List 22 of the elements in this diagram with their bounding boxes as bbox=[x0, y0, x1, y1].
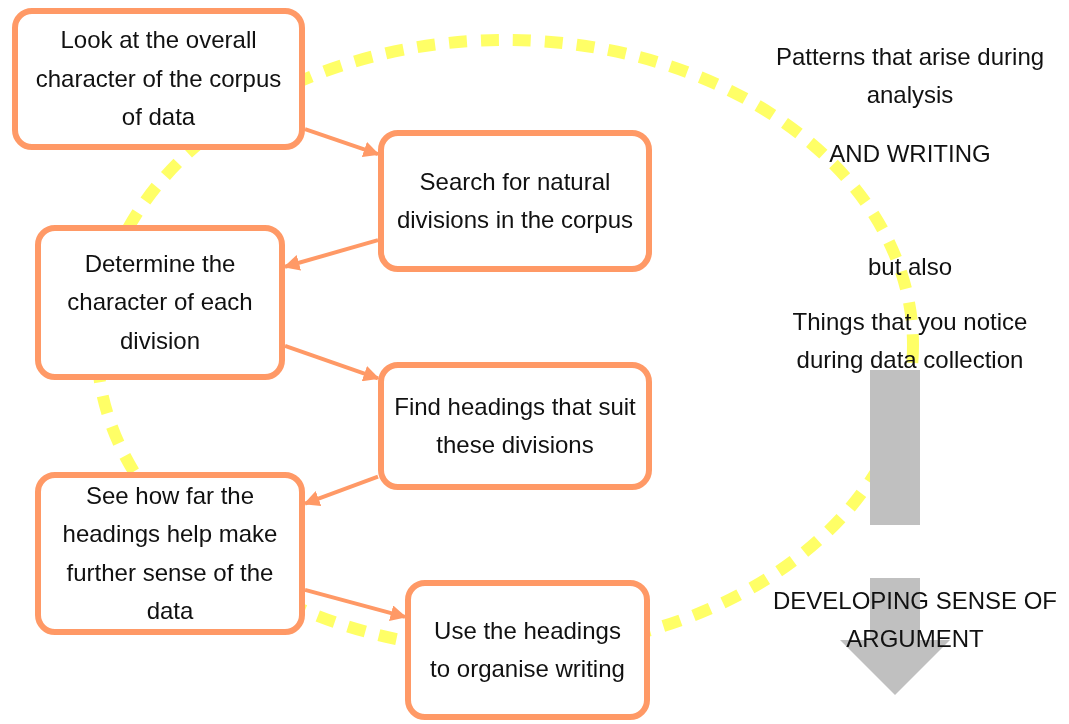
process-box bbox=[405, 580, 650, 720]
annotation-text: AND WRITING bbox=[828, 139, 992, 169]
process-box bbox=[35, 472, 305, 635]
step-text: Look at the overall character of the corpus of data bbox=[34, 25, 283, 133]
process-box bbox=[12, 8, 305, 150]
step-text: Find headings that suit these divisions bbox=[394, 391, 636, 460]
step-text: Search for natural divisions in the corpus bbox=[395, 166, 635, 235]
arrow bbox=[303, 474, 379, 507]
arrow bbox=[283, 238, 379, 271]
process-box bbox=[35, 225, 285, 380]
annotation-text: DEVELOPING SENSE OF ARGUMENT bbox=[771, 586, 1059, 655]
step-text: Determine the character of each division bbox=[66, 248, 254, 356]
process-box bbox=[378, 130, 652, 272]
process-box bbox=[378, 362, 652, 490]
annotation-text: but also bbox=[866, 252, 954, 282]
arrow bbox=[304, 127, 380, 157]
step-text: Use the headings to organise writing bbox=[429, 615, 626, 684]
annotation-text: Patterns that arise during analysis bbox=[774, 42, 1046, 111]
step-text: See how far the headings help make further sense of the data bbox=[61, 480, 279, 626]
arrow bbox=[304, 588, 407, 621]
annotation-text: Things that you notice during data collection bbox=[791, 307, 1029, 376]
arrow bbox=[284, 344, 380, 382]
